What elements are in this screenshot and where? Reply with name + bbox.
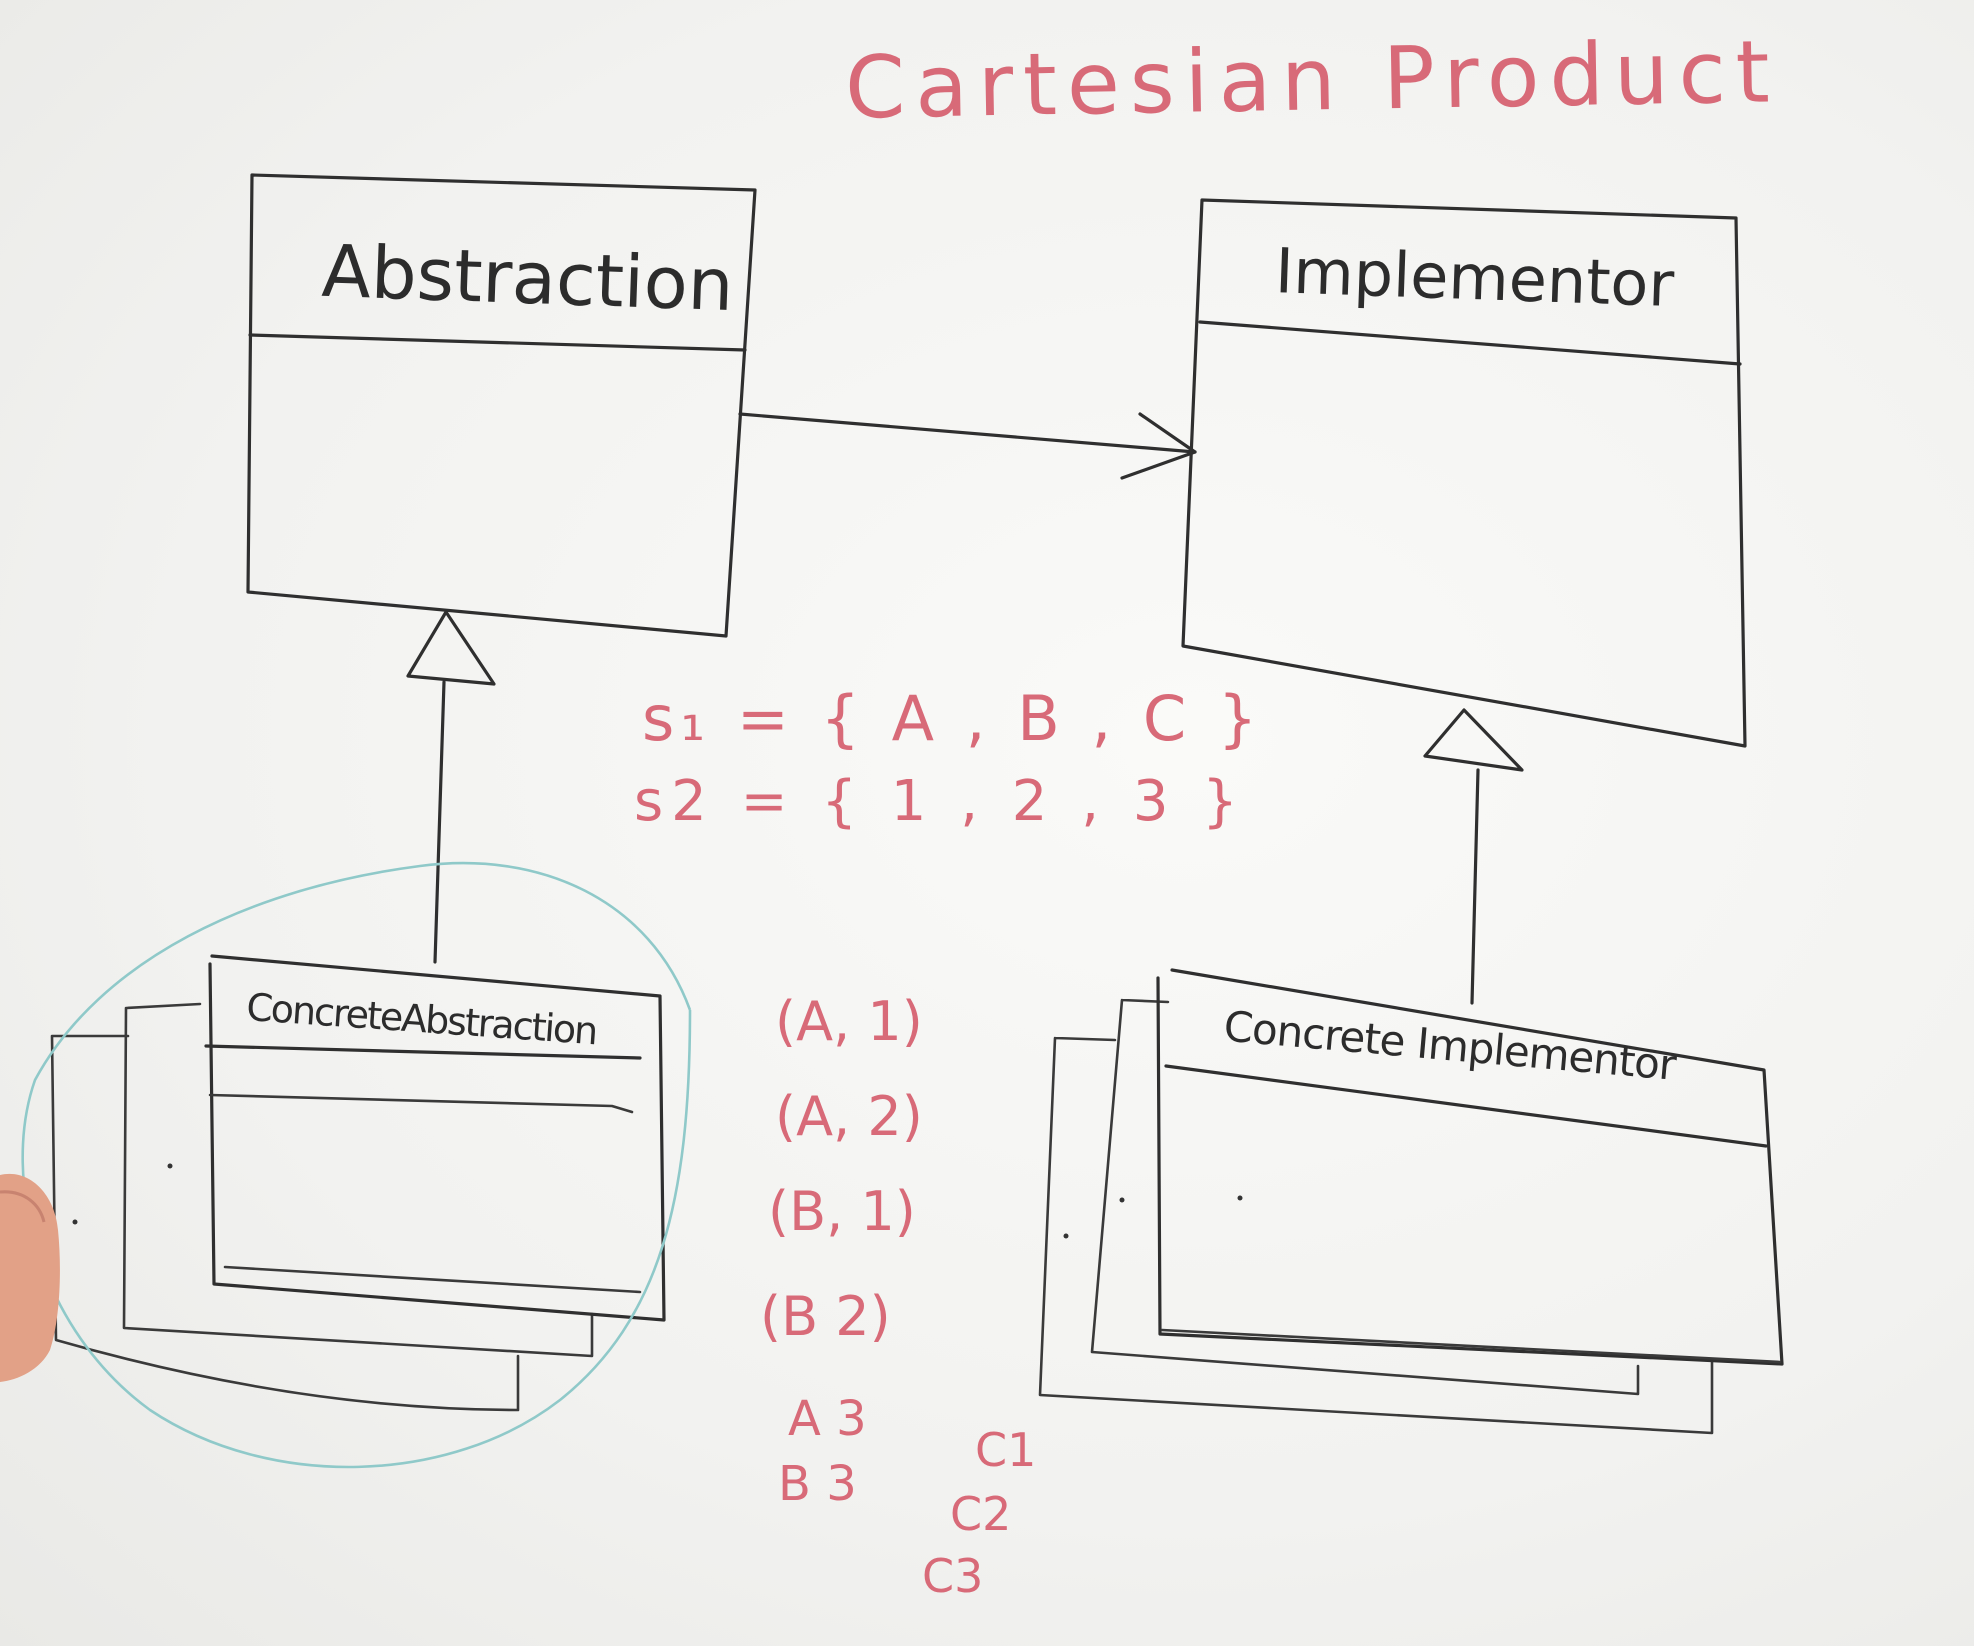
pair-7: C1 — [975, 1423, 1036, 1477]
concrete-implementor-stack: Concrete Implementor — [1038, 968, 1784, 1435]
presenter-hand — [0, 1173, 60, 1382]
concrete-implementor-class-name: Concrete Implementor — [1222, 1002, 1679, 1090]
set-s2: s2 = { 1 , 2 , 3 } — [634, 769, 1246, 834]
concrete-abstraction-class-name: ConcreteAbstraction — [245, 985, 598, 1053]
association-arrow — [738, 412, 1197, 480]
set-definitions: s₁ = { A , B , C } s2 = { 1 , 2 , 3 } — [634, 682, 1263, 834]
implementor-inheritance-arrow — [1423, 708, 1524, 1005]
implementor-class-box: Implementor — [1181, 198, 1747, 748]
pair-2: (A, 2) — [775, 1085, 923, 1148]
pair-4: (B 2) — [760, 1285, 891, 1348]
cartesian-pairs: (A, 1) (A, 2) (B, 1) (B 2) A 3 B 3 C1 C2… — [760, 990, 1036, 1603]
diagram-title: Cartesian Product — [844, 22, 1780, 138]
pair-6: B 3 — [778, 1456, 857, 1512]
implementor-class-name: Implementor — [1274, 234, 1676, 321]
pair-8: C2 — [950, 1487, 1011, 1541]
abstraction-inheritance-arrow — [406, 610, 496, 964]
pair-9: C3 — [922, 1549, 983, 1603]
highlight-circle — [21, 861, 692, 1469]
pair-5: A 3 — [788, 1391, 867, 1447]
concrete-abstraction-stack: ConcreteAbstraction — [50, 954, 666, 1412]
abstraction-class-name: Abstraction — [320, 229, 735, 327]
pair-3: (B, 1) — [768, 1180, 916, 1243]
set-s1: s₁ = { A , B , C } — [642, 682, 1263, 755]
pair-1: (A, 1) — [775, 990, 923, 1053]
abstraction-class-box: Abstraction — [246, 173, 757, 638]
